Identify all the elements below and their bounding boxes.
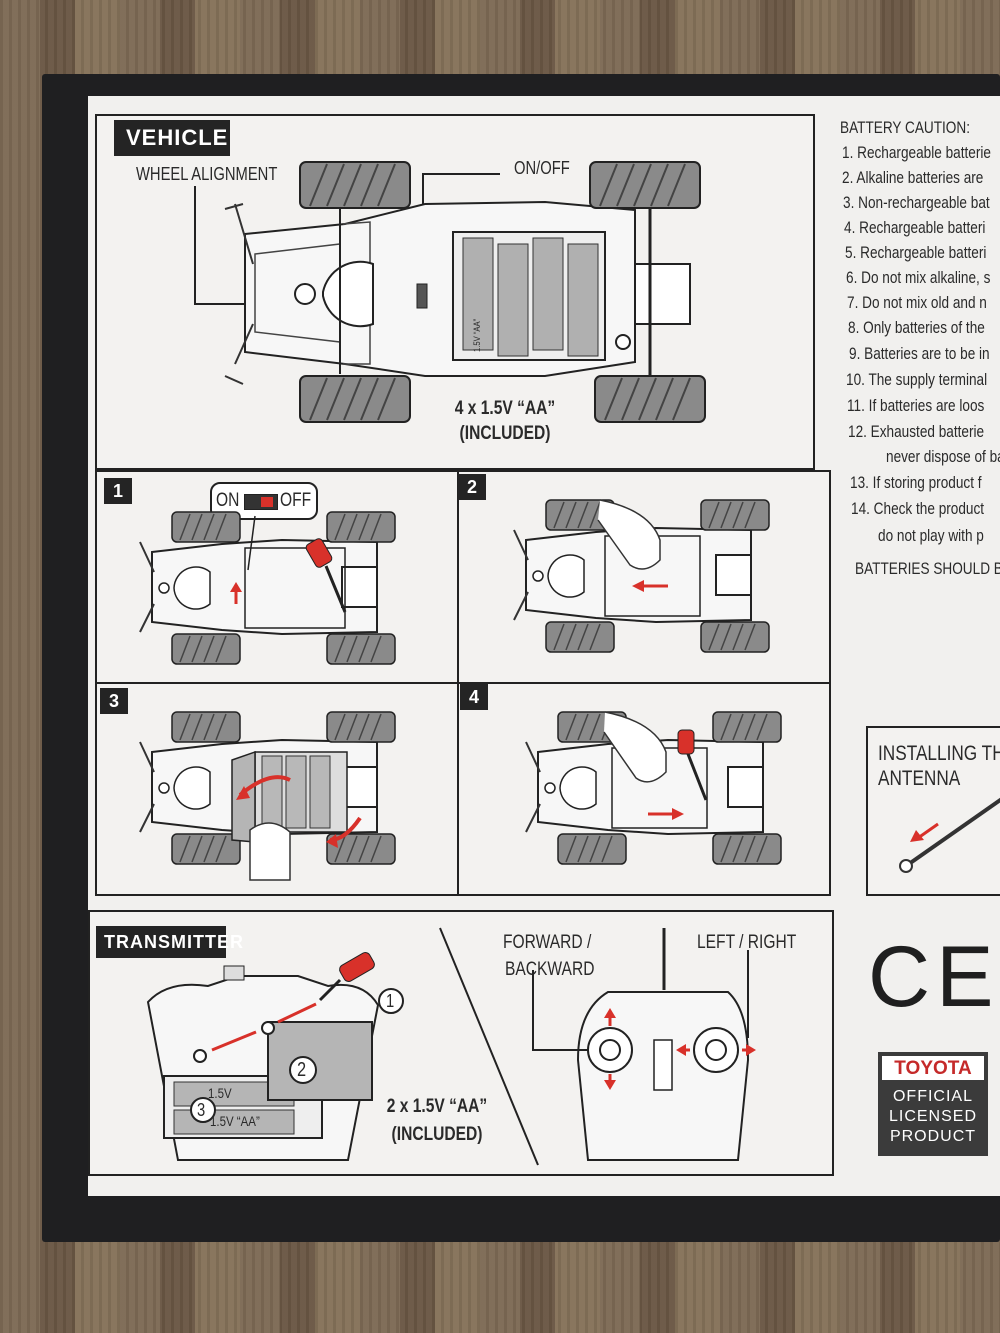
direction-arrows-icon xyxy=(604,1008,756,1090)
transmitter-batteries-included: (INCLUDED) xyxy=(391,1124,483,1145)
gearbox-icon xyxy=(634,263,691,325)
battery-caution-list: BATTERY CAUTION: 1. Rechargeable batteri… xyxy=(838,116,1000,586)
battery-caution-title: BATTERY CAUTION: xyxy=(840,118,970,137)
transmitter-diagram xyxy=(146,927,756,1166)
caution-item: 7. Do not mix old and n xyxy=(847,293,987,312)
red-arrow-up-icon xyxy=(230,582,242,592)
hand-icon xyxy=(597,499,661,570)
battery-cell-icon xyxy=(567,243,599,357)
toyota-line-official: OFFICIAL xyxy=(892,1088,973,1105)
antenna-diagram xyxy=(899,797,1000,873)
batteries-count-label: 4 x 1.5V “AA” xyxy=(454,398,556,419)
divider-line xyxy=(439,927,539,1166)
caution-item: 14. Check the product xyxy=(851,499,985,518)
step-number: 4 xyxy=(460,684,488,710)
caution-item: 8. Only batteries of the xyxy=(848,318,985,337)
caution-item: 2. Alkaline batteries are xyxy=(842,168,984,187)
car-diagram-step-1 xyxy=(139,511,396,665)
toyota-line-product: PRODUCT xyxy=(889,1128,977,1145)
screwdriver-icon xyxy=(677,729,708,801)
forward-backward-label-1: FORWARD / xyxy=(503,932,592,953)
vehicle-title: VEHICLE xyxy=(114,120,230,156)
red-arrow-icon xyxy=(211,1030,257,1052)
caution-item: 12. Exhausted batterie xyxy=(848,422,985,441)
battery-caution-footer: BATTERIES SHOULD BE xyxy=(855,559,1000,578)
caution-item: 3. Non-rechargeable bat xyxy=(843,193,990,212)
screwdriver-icon xyxy=(305,538,347,613)
caution-item: 9. Batteries are to be in xyxy=(849,344,990,363)
antenna-title-line2: ANTENNA xyxy=(878,767,961,790)
forward-backward-label-2: BACKWARD xyxy=(505,959,595,980)
battery-cell-icon xyxy=(462,237,494,351)
alignment-dial-icon xyxy=(322,260,374,328)
on-off-label: ON/OFF xyxy=(514,158,570,178)
cover-screw-icon xyxy=(615,334,631,350)
screw-hole-icon xyxy=(193,1049,207,1063)
screwdriver-icon xyxy=(318,952,375,1002)
step-number: 2 xyxy=(458,474,486,500)
transmitter-cover-icon xyxy=(267,1021,373,1101)
transmitter-batteries-count: 2 x 1.5V “AA” xyxy=(386,1096,488,1117)
transmitter-title: TRANSMITTER xyxy=(96,926,243,958)
toyota-brand: TOYOTA xyxy=(882,1056,984,1080)
callout-3-icon xyxy=(190,1097,216,1123)
caution-item: 11. If batteries are loos xyxy=(847,396,985,415)
callout-2-label: 2 xyxy=(297,1059,307,1081)
callout-2-icon xyxy=(289,1056,317,1084)
wheel-alignment-label: WHEEL ALIGNMENT xyxy=(136,164,278,184)
step-number: 3 xyxy=(100,688,128,714)
switch-slider-icon xyxy=(244,494,278,510)
red-arrow-icon xyxy=(277,1002,317,1024)
caution-item: never dispose of ba xyxy=(886,447,1000,466)
caution-item: 4. Rechargeable batteri xyxy=(844,218,986,237)
battery-cell-icon xyxy=(497,243,529,357)
caution-item: 13. If storing product f xyxy=(850,473,982,492)
batteries-included-label: (INCLUDED) xyxy=(459,423,551,444)
red-curved-arrow-icon xyxy=(236,786,250,800)
red-arrow-icon xyxy=(910,830,924,842)
caution-item: 10. The supply terminal xyxy=(846,370,988,389)
switch-on-label: ON xyxy=(216,490,240,511)
caution-item: 6. Do not mix alkaline, s xyxy=(846,268,991,287)
callout-3-label: 3 xyxy=(197,1100,206,1120)
transmitter-cell-label: 1.5V “AA” xyxy=(210,1113,260,1129)
antenna-title-line1: INSTALLING THE xyxy=(878,742,1000,765)
toyota-licensed-badge: TOYOTA OFFICIAL LICENSED PRODUCT xyxy=(878,1052,988,1156)
callout-1-label: 1 xyxy=(386,991,395,1011)
switch-off-label: OFF xyxy=(280,490,312,511)
step-number: 1 xyxy=(104,478,132,504)
transmitter-cell-label-short: 1.5V xyxy=(208,1085,232,1101)
caution-item: 1. Rechargeable batterie xyxy=(842,143,991,162)
vehicle-top-diagram xyxy=(194,161,706,423)
left-right-label: LEFT / RIGHT xyxy=(697,932,797,953)
red-arrow-right-icon xyxy=(672,808,684,820)
caution-item: do not play with p xyxy=(878,526,984,545)
red-arrow-left-icon xyxy=(632,580,644,592)
toyota-line-licensed: LICENSED xyxy=(888,1108,978,1125)
hand-icon xyxy=(249,822,291,881)
hand-icon xyxy=(603,711,667,783)
power-switch-icon xyxy=(416,283,428,309)
antenna-tip-icon xyxy=(899,859,913,873)
caution-item: 5. Rechargeable batteri xyxy=(845,243,987,262)
battery-cell-icon xyxy=(532,237,564,351)
ce-mark: CE xyxy=(868,929,1000,1025)
antenna-panel xyxy=(866,726,1000,896)
callout-1-icon xyxy=(378,988,404,1014)
alignment-screw-icon xyxy=(294,283,316,305)
